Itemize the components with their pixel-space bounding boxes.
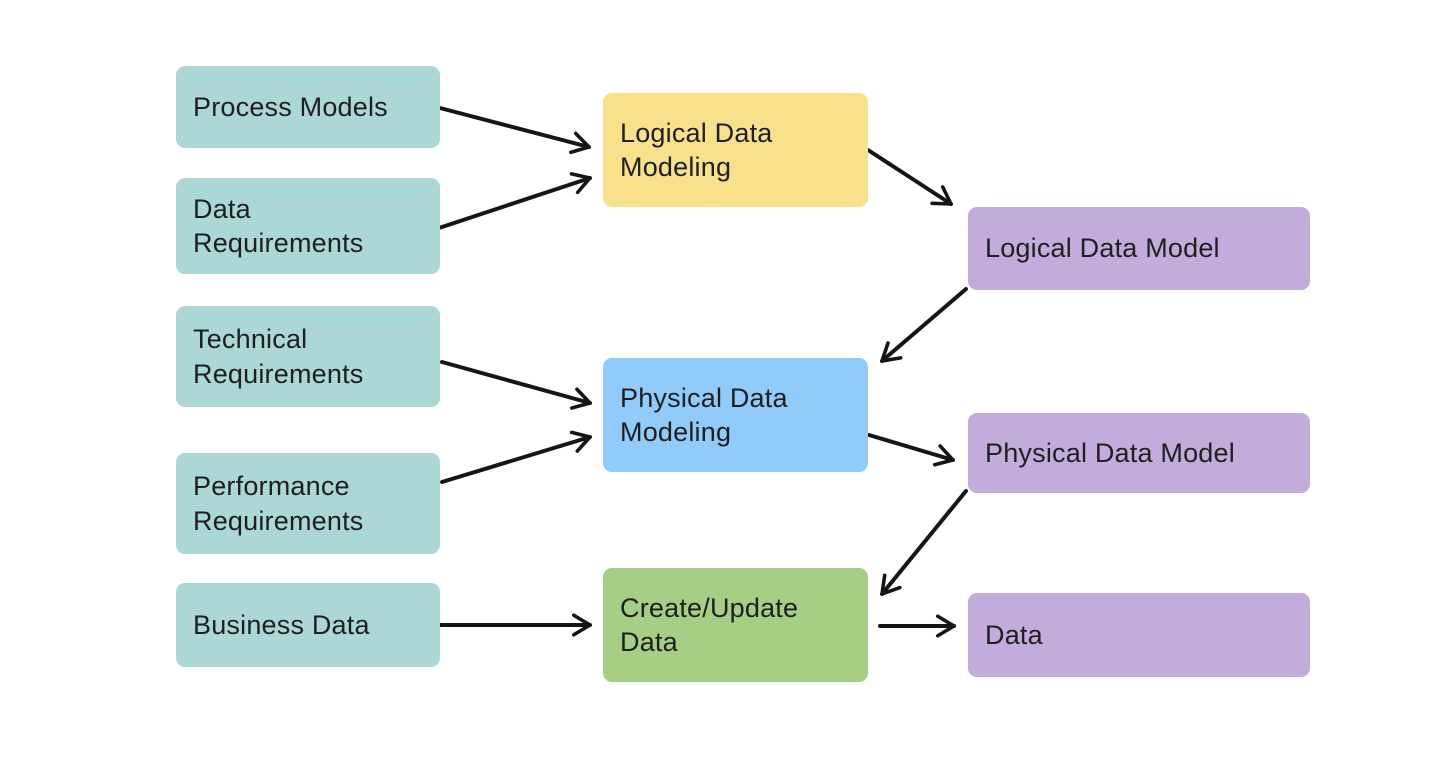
arrow-process-models-to-logical-data-modeling xyxy=(438,106,591,155)
node-physical-data-model: Physical Data Model xyxy=(968,413,1310,493)
arrow-technical-requirements-to-physical-data-modeling xyxy=(440,360,592,410)
node-technical-requirements: Technical Requirements xyxy=(176,306,440,407)
node-business-data: Business Data xyxy=(176,583,440,667)
node-logical-data-model: Logical Data Model xyxy=(968,207,1310,290)
node-logical-data-modeling: Logical Data Modeling xyxy=(603,93,868,207)
arrow-performance-requirements-to-physical-data-modeling xyxy=(440,430,592,484)
arrow-data-requirements-to-logical-data-modeling xyxy=(437,172,592,230)
node-physical-data-modeling: Physical Data Modeling xyxy=(603,358,868,472)
node-data-requirements: Data Requirements xyxy=(176,178,440,274)
arrow-physical-data-model-to-create-update-data xyxy=(880,489,968,596)
node-create-update-data: Create/Update Data xyxy=(603,568,868,682)
node-process-models: Process Models xyxy=(176,66,440,148)
node-data: Data xyxy=(968,593,1310,677)
node-performance-requirements: Performance Requirements xyxy=(176,453,440,554)
arrow-logical-data-modeling-to-logical-data-model xyxy=(866,148,953,206)
arrow-logical-data-model-to-physical-data-modeling xyxy=(880,287,968,363)
arrow-physical-data-modeling-to-physical-data-model xyxy=(867,433,955,467)
